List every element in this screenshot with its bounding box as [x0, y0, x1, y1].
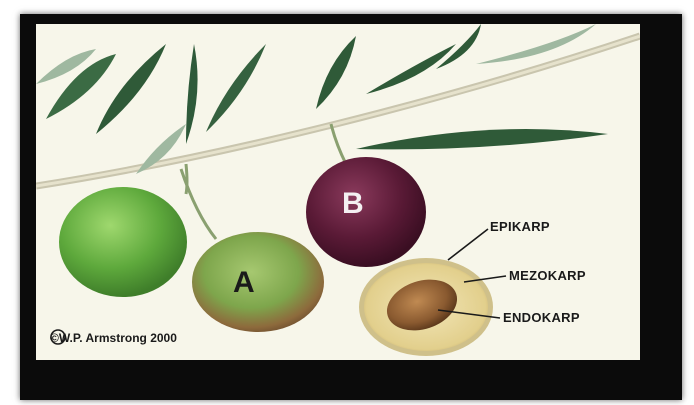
photo-frame: A B EPIKARP MEZOKARP ENDOKARP ©W.P. Arms…	[20, 14, 682, 400]
copyright-text: ©W.P. Armstrong 2000	[50, 331, 177, 345]
epikarp-leader	[448, 229, 488, 260]
leaf	[356, 129, 608, 149]
leaf	[436, 24, 481, 69]
green-olive	[59, 187, 187, 297]
label-epikarp: EPIKARP	[490, 219, 550, 234]
leaf	[206, 44, 266, 132]
olive-illustration: A B EPIKARP MEZOKARP ENDOKARP ©W.P. Arms…	[36, 24, 640, 360]
leaf	[366, 44, 456, 94]
olive-b	[306, 157, 426, 267]
label-mezokarp: MEZOKARP	[509, 268, 586, 283]
leaf	[46, 54, 116, 119]
olive-a	[192, 232, 324, 332]
label-a: A	[233, 268, 255, 298]
leaf	[186, 44, 198, 144]
label-endokarp: ENDOKARP	[503, 310, 580, 325]
leaf	[316, 36, 356, 109]
label-b: B	[342, 189, 364, 219]
